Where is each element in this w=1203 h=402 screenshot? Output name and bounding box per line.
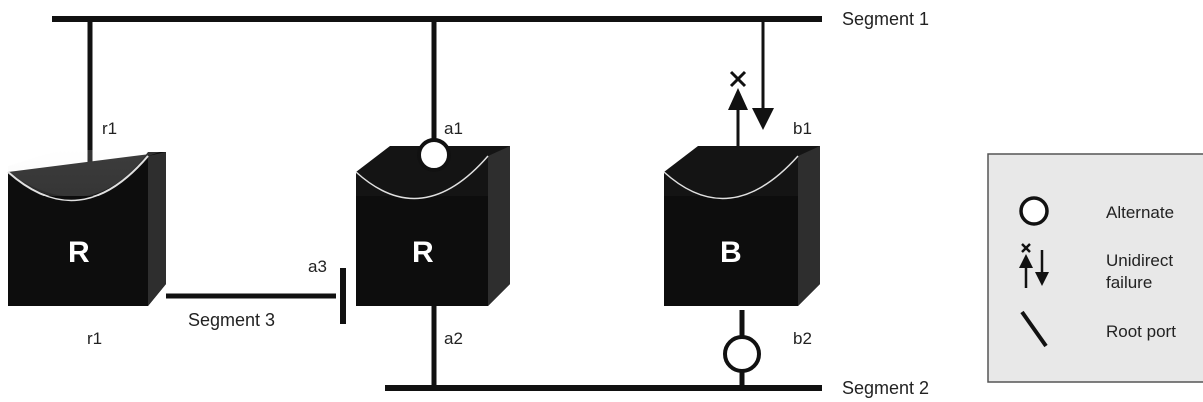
port-a2: a2 (444, 329, 463, 348)
middle-bridge-label: R (412, 236, 434, 269)
failure-x-icon (729, 70, 747, 88)
segment3-label: Segment 3 (188, 310, 275, 330)
alternate-port-b2-icon (723, 335, 761, 373)
port-b2: b2 (793, 329, 812, 348)
legend-failure-label: failure (1106, 273, 1152, 292)
port-a3: a3 (308, 257, 327, 276)
legend (987, 153, 1203, 383)
legend-unidirectional-label: Unidirect (1106, 251, 1173, 270)
port-b1: b1 (793, 119, 812, 138)
legend-alternate-label: Alternate (1106, 203, 1174, 222)
down-arrow-head-icon (752, 108, 774, 130)
alternate-port-a1-icon (417, 138, 451, 172)
segment2-label: Segment 2 (842, 378, 929, 398)
legend-unidirectional-icon (1019, 243, 1049, 288)
port-r1-bottom: r1 (87, 329, 102, 348)
right-bridge (663, 146, 820, 306)
root-bridge (7, 150, 166, 306)
root-bridge-label: R (68, 236, 90, 269)
segment1-label: Segment 1 (842, 9, 929, 29)
port-r1-top: r1 (102, 119, 117, 138)
right-bridge-label: B (720, 236, 742, 269)
middle-bridge (355, 146, 510, 306)
port-a1: a1 (444, 119, 463, 138)
legend-root-port-icon (1020, 310, 1048, 348)
up-arrow-head-icon (728, 88, 748, 110)
legend-alternate-icon (1019, 196, 1049, 226)
legend-root-port-label: Root port (1106, 322, 1176, 341)
